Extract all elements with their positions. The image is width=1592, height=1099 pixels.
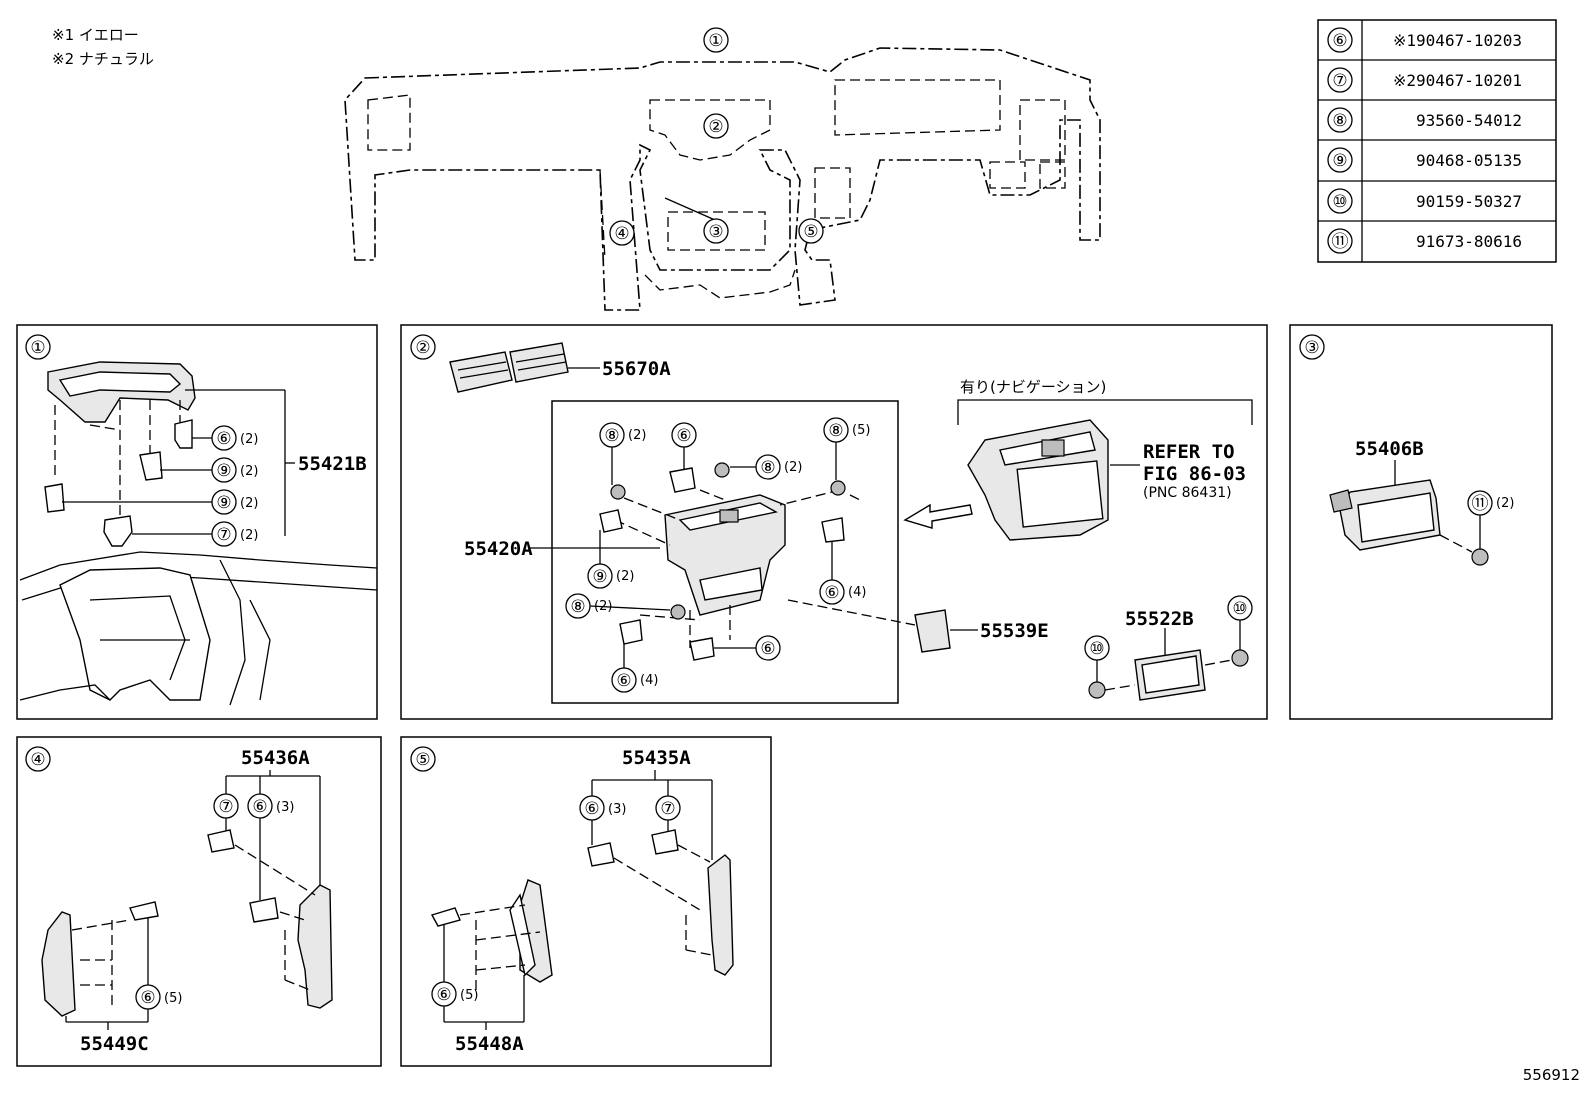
table-row-3-ref: ⑧	[1332, 111, 1347, 131]
table-row-4-part: 90468-05135	[1416, 151, 1522, 170]
p3-qty-11: (2)	[1496, 496, 1514, 511]
p1-qty-9b: (2)	[240, 496, 258, 511]
p2-qty-6b: (4)	[848, 585, 866, 600]
p2-callout-8b: ⑧	[760, 458, 775, 478]
panel-3: ③ 55406B ⑪ (2)	[1289, 324, 1553, 720]
p2-qty-9: (2)	[616, 569, 634, 584]
p1-qty-6: (2)	[240, 432, 258, 447]
panel-1: ① ⑥ (2) ⑨ (2) ⑨	[16, 324, 378, 720]
panel-3-marker: ③	[1304, 338, 1319, 358]
overview-marker-3: ③	[708, 222, 723, 242]
p2-callout-6d: ⑥	[760, 639, 775, 659]
p4-qty-6b: (5)	[164, 991, 182, 1006]
p1-callout-9a: ⑨	[216, 461, 231, 481]
overview-marker-2: ②	[708, 117, 723, 137]
p2-callout-9: ⑨	[592, 567, 607, 587]
dashboard-overview	[344, 47, 1101, 311]
table-row-1-ref: ⑥	[1332, 31, 1347, 51]
p2-qty-8c: (5)	[852, 423, 870, 438]
p2-callout-6c: ⑥	[616, 671, 631, 691]
p2-part-55670A: 55670A	[602, 358, 671, 380]
p3-part-55406B: 55406B	[1355, 438, 1424, 460]
table-row-3-part: 93560-54012	[1416, 111, 1522, 130]
p3-callout-11: ⑪	[1472, 494, 1489, 514]
table-row-5-part: 90159-50327	[1416, 192, 1522, 211]
p1-callout-6: ⑥	[216, 429, 231, 449]
table-row-4-ref: ⑨	[1332, 151, 1347, 171]
p2-qty-8a: (2)	[628, 428, 646, 443]
p2-callout-8a: ⑧	[604, 426, 619, 446]
p4-part-55449C: 55449C	[80, 1033, 149, 1055]
table-row-1-part: ※190467-10203	[1393, 31, 1522, 50]
p2-callout-10a: ⑩	[1089, 639, 1104, 659]
p2-part-55420A: 55420A	[464, 538, 533, 560]
p5-qty-6a: (3)	[608, 802, 626, 817]
panel-5: ⑤ 55435A ⑥ (3) ⑦ ⑥ (5)	[400, 736, 772, 1067]
p2-nav-label: 有り(ナビゲーション)	[960, 378, 1106, 396]
panel-4: ④ 55436A ⑦ ⑥ (3) ⑥ (5) 5544	[16, 736, 382, 1067]
p1-part-55421B: 55421B	[298, 453, 367, 475]
p2-callout-6a: ⑥	[676, 426, 691, 446]
p4-callout-6a: ⑥	[252, 797, 267, 817]
panel-1-marker: ①	[30, 338, 45, 358]
p2-part-55522B: 55522B	[1125, 608, 1194, 630]
overview-markers: ① ② ③ ④ ⑤	[609, 27, 824, 246]
fastener-table: ⑥ ※190467-10203 ⑦ ※290467-10201 ⑧ 93560-…	[1317, 19, 1557, 263]
table-row-6-part: 91673-80616	[1416, 232, 1522, 251]
p4-callout-7: ⑦	[218, 797, 233, 817]
p1-qty-9a: (2)	[240, 464, 258, 479]
p2-callout-8d: ⑧	[570, 597, 585, 617]
p4-callout-6b: ⑥	[140, 988, 155, 1008]
figure-id: 556912	[1523, 1066, 1580, 1084]
p2-qty-8b: (2)	[784, 460, 802, 475]
p2-refer-line1: REFER TO	[1143, 441, 1235, 463]
p2-refer-line2: FIG 86-03	[1143, 463, 1246, 485]
p4-part-55436A: 55436A	[241, 747, 310, 769]
panel-4-marker: ④	[30, 750, 45, 770]
p1-qty-7: (2)	[240, 528, 258, 543]
panel-2: ② 55670A 55420A	[400, 324, 1268, 720]
note-yellow: ※1 イエロー	[52, 26, 139, 44]
p4-qty-6a: (3)	[276, 800, 294, 815]
p5-callout-6a: ⑥	[584, 799, 599, 819]
table-row-5-ref: ⑩	[1332, 192, 1347, 212]
overview-marker-1: ①	[708, 31, 723, 51]
p2-callout-10b: ⑩	[1232, 599, 1247, 619]
overview-marker-4: ④	[614, 224, 629, 244]
table-row-6-ref: ⑪	[1332, 232, 1349, 252]
p2-refer-line3: (PNC 86431)	[1143, 485, 1232, 501]
p1-callout-9b: ⑨	[216, 493, 231, 513]
panel-5-marker: ⑤	[415, 750, 430, 770]
table-row-2-part: ※290467-10201	[1393, 71, 1522, 90]
note-natural: ※2 ナチュラル	[52, 50, 154, 68]
p5-callout-7: ⑦	[660, 799, 675, 819]
p2-qty-6c: (4)	[640, 673, 658, 688]
p2-qty-8d: (2)	[594, 599, 612, 614]
p5-part-55435A: 55435A	[622, 747, 691, 769]
overview-marker-5: ⑤	[803, 222, 818, 242]
p5-part-55448A: 55448A	[455, 1033, 524, 1055]
p5-qty-6b: (5)	[460, 988, 478, 1003]
p1-callout-7: ⑦	[216, 525, 231, 545]
p5-callout-6b: ⑥	[436, 985, 451, 1005]
p2-callout-8c: ⑧	[828, 421, 843, 441]
table-row-2-ref: ⑦	[1332, 71, 1347, 91]
p2-callout-6b: ⑥	[824, 583, 839, 603]
panel-2-marker: ②	[415, 338, 430, 358]
p2-part-55539E: 55539E	[980, 620, 1049, 642]
